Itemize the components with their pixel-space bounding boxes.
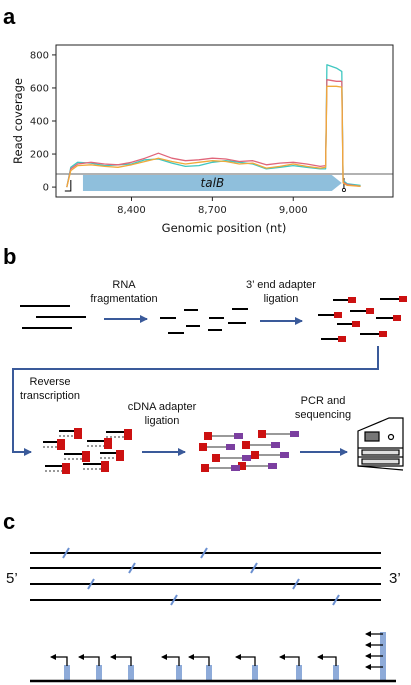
cleavage-sites	[62, 547, 340, 606]
adapter-ligated-fragments	[318, 296, 407, 342]
gene-label: talB	[201, 176, 225, 190]
full-length-rna	[20, 305, 86, 329]
five-prime-label: 5’	[6, 570, 18, 587]
gene-annotation: talB	[64, 175, 346, 192]
y-tick-label: 600	[30, 83, 49, 94]
step-label-3prime-ligation-line1: 3’ end adapter	[246, 279, 316, 291]
panel-label-b: b	[3, 244, 16, 269]
x-tick-label: 8,700	[198, 205, 227, 216]
panel-label-a: a	[3, 4, 16, 29]
x-axis: 8,400 8,700 9,000	[117, 197, 308, 216]
x-tick-label: 8,400	[117, 205, 146, 216]
y-tick-label: 400	[30, 117, 49, 128]
y-tick-label: 800	[30, 50, 49, 61]
tss-marker	[64, 180, 72, 192]
step-label-sequencing-line1: PCR and	[301, 395, 346, 407]
read-ends-schematic	[30, 631, 396, 683]
rt-products	[43, 428, 132, 474]
connector-arrow	[12, 346, 379, 456]
x-axis-label: Genomic position (nt)	[162, 221, 287, 235]
panel-label-c: c	[3, 509, 15, 534]
step-label-cdna-ligation-line1: cDNA adapter	[128, 401, 197, 413]
sequencer-icon	[357, 417, 404, 471]
gene-arrow	[82, 175, 342, 191]
y-tick-label: 200	[30, 150, 49, 161]
step-label-sequencing-line2: sequencing	[295, 409, 351, 421]
y-axis: 0 200 400 600 800	[30, 50, 56, 194]
cdna-library	[199, 430, 299, 472]
coverage-line-2	[66, 79, 361, 188]
transcripts	[30, 552, 381, 601]
workflow-diagram: RNA fragmentation 3’ end adapter ligatio…	[12, 279, 407, 474]
step-label-fragmentation-line1: RNA	[112, 279, 136, 291]
step-label-rt-line2: transcription	[20, 390, 80, 402]
read-end-arrows	[50, 631, 383, 670]
terminator-head	[341, 187, 346, 192]
coverage-series	[66, 64, 361, 188]
y-axis-label: Read coverage	[11, 78, 25, 164]
fragmentation-schematic: 5’ 3’	[6, 547, 401, 606]
step-label-3prime-ligation-line2: ligation	[264, 293, 299, 305]
coverage-line-3	[66, 85, 361, 188]
rna-fragments	[160, 308, 248, 334]
x-tick-label: 9,000	[279, 205, 308, 216]
step-label-rt-line1: Reverse	[30, 376, 71, 388]
y-tick-label: 0	[43, 183, 49, 194]
coverage-line-1	[66, 64, 361, 188]
step-label-cdna-ligation-line2: ligation	[145, 415, 180, 427]
step-label-fragmentation-line2: fragmentation	[90, 293, 157, 305]
coverage-chart: 0 200 400 600 800 8,400 8,700 9,000 talB Read …	[11, 44, 394, 235]
three-prime-label: 3’	[389, 570, 401, 587]
